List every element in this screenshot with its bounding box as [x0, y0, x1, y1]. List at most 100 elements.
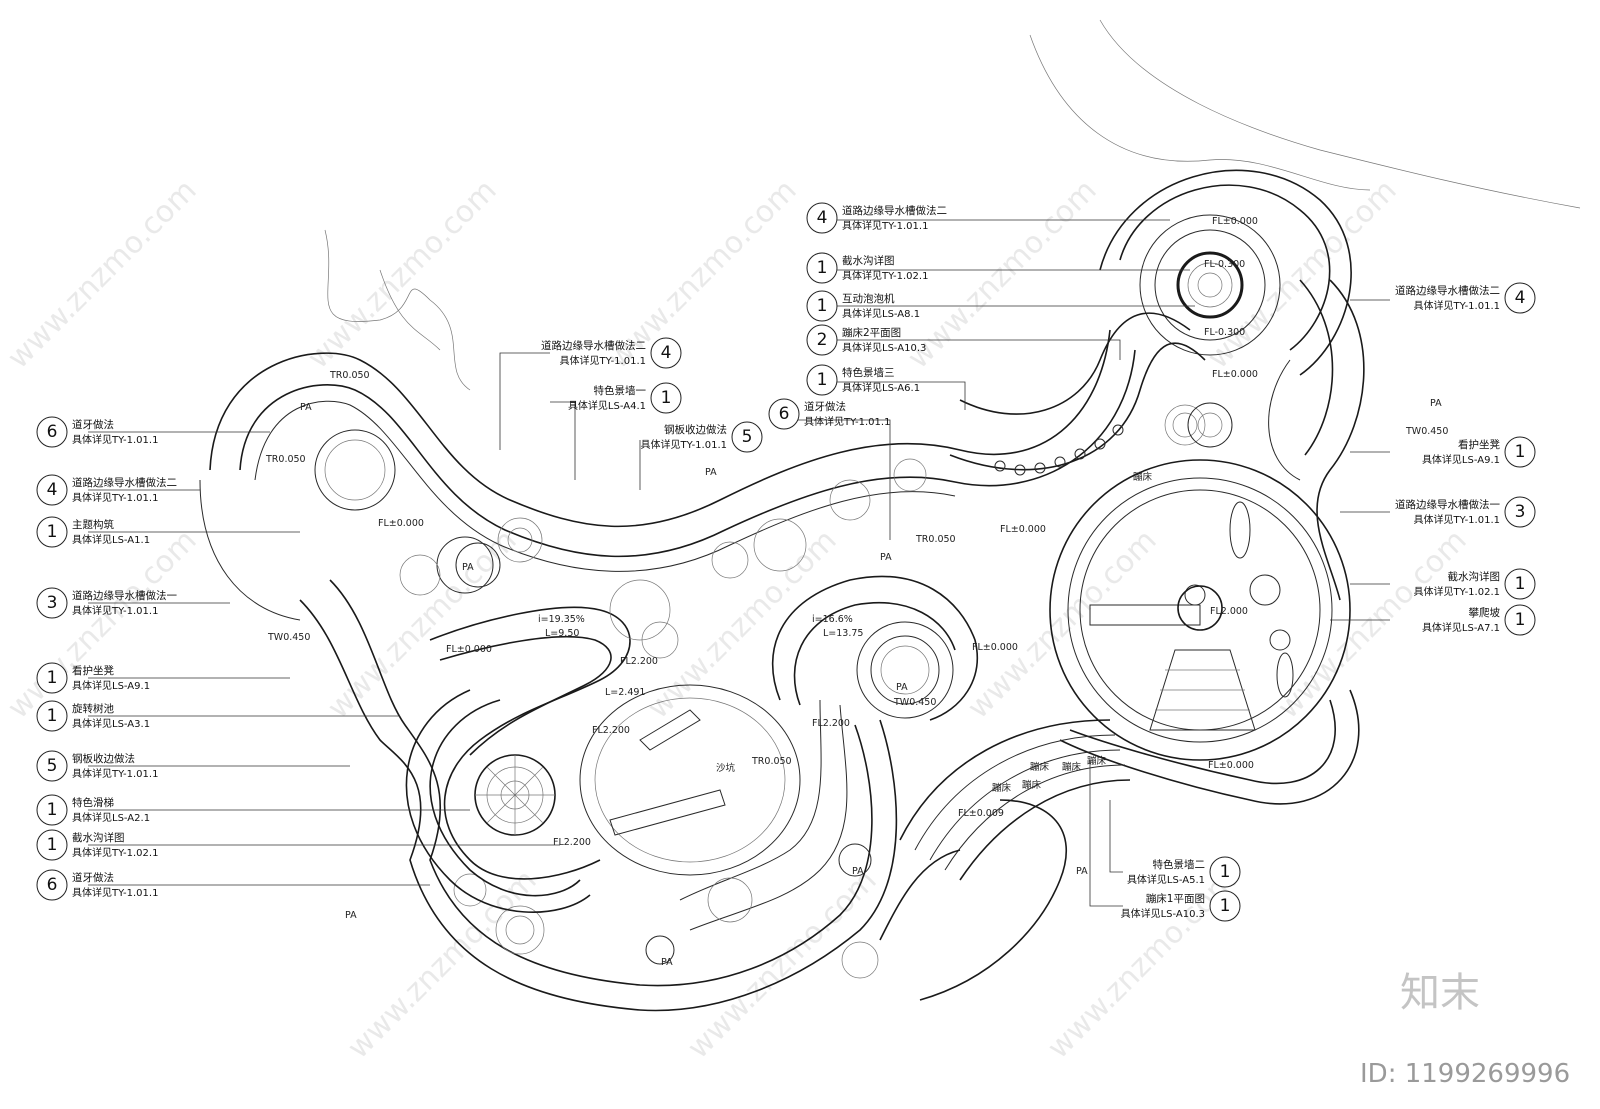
callout-title: 道路边缘导水槽做法一: [1395, 498, 1500, 511]
callout-bubble: [36, 829, 68, 861]
context-lines: [324, 19, 1581, 391]
callout-ref: 具体详见TY-1.01.1: [1414, 513, 1500, 526]
callout-number: 4: [47, 480, 58, 500]
level-mark: FL±0.000: [1208, 760, 1254, 771]
callout-bubble: [36, 700, 68, 732]
callout-title: 道牙做法: [804, 400, 846, 413]
callout-number: 1: [47, 706, 58, 726]
callout-group-left: 6 道牙做法 具体详见TY-1.01.1 4 道路边缘导水槽做法二 具体详见TY…: [36, 416, 177, 901]
callout-bubble: [1504, 282, 1536, 314]
callout-title: 截水沟详图: [842, 254, 895, 267]
callout: 1 攀爬坡 具体详见LS-A7.1: [1422, 604, 1536, 636]
leader-lines: [88, 219, 1390, 907]
callout-title: 道路边缘导水槽做法二: [72, 476, 177, 489]
callout-title: 看护坐凳: [1458, 438, 1500, 451]
callout-ref: 具体详见TY-1.02.1: [842, 269, 928, 282]
level-mark: FL±0.000: [446, 644, 492, 655]
callout-title: 道路边缘导水槽做法二: [541, 339, 646, 352]
callout-bubble: [731, 421, 763, 453]
level-mark: FL±0.000: [1000, 524, 1046, 535]
callout-title: 特色景墙二: [1153, 858, 1206, 871]
callout: 1 截水沟详图 具体详见TY-1.02.1: [1414, 568, 1536, 600]
callout: 1 看护坐凳 具体详见LS-A9.1: [36, 662, 150, 694]
callout: 4 道路边缘导水槽做法二 具体详见TY-1.01.1: [36, 474, 177, 506]
callout-title: 道路边缘导水槽做法一: [72, 589, 177, 602]
callout-bubble: [806, 364, 838, 396]
callout: 4 道路边缘导水槽做法二 具体详见TY-1.01.1: [1395, 282, 1536, 314]
level-mark: FL±0.000: [378, 518, 424, 529]
callout-group-top: 4 道路边缘导水槽做法二 具体详见TY-1.01.1 1 特色景墙一 具体详见L…: [541, 202, 947, 453]
watermark-text: www.znzmo.com: [1201, 173, 1404, 376]
level-mark: FL±0.009: [958, 808, 1004, 819]
callout-number: 6: [47, 422, 58, 442]
callout-bubble: [806, 252, 838, 284]
callout-ref: 具体详见TY-1.01.1: [72, 767, 158, 780]
ramp-slope: i=19.35%: [538, 614, 585, 625]
right-side-arcs: [1059, 279, 1365, 805]
callout-ref: 具体详见LS-A4.1: [568, 399, 646, 412]
callout-bubble: [650, 337, 682, 369]
bubble-machine-plaza: [1099, 169, 1352, 448]
ramp-length: L=13.75: [823, 628, 863, 639]
callout-bubble: [1504, 604, 1536, 636]
callout-title: 截水沟详图: [72, 831, 125, 844]
trampoline-label: 蹦床: [1022, 779, 1042, 791]
callout-bubble: [36, 750, 68, 782]
callout-title: 道牙做法: [72, 871, 114, 884]
callout: 1 截水沟详图 具体详见TY-1.02.1: [36, 829, 158, 861]
level-mark: FL2.000: [1210, 606, 1248, 617]
area-mark: PA: [345, 910, 357, 921]
watermark-layer: www.znzmo.com www.znzmo.com www.znzmo.co…: [1, 173, 1474, 1066]
area-mark: PA: [1076, 866, 1088, 877]
callout-title: 道路边缘导水槽做法二: [842, 204, 947, 217]
trampoline-label: 蹦床: [1062, 761, 1082, 773]
callout-number: 1: [817, 258, 828, 278]
callout-ref: 具体详见LS-A6.1: [842, 381, 920, 394]
level-mark: FL2.200: [592, 725, 630, 736]
trampoline-label: 蹦床: [1133, 471, 1153, 483]
image-id: ID: 1199269996: [1360, 1059, 1570, 1089]
callout: 5 钢板收边做法 具体详见TY-1.01.1: [36, 750, 158, 782]
callout-bubble: [1504, 496, 1536, 528]
callout-title: 互动泡泡机: [842, 292, 895, 305]
callout-number: 1: [47, 800, 58, 820]
level-mark: FL2.200: [620, 656, 658, 667]
callout: 1 蹦床1平面图 具体详见LS-A10.3: [1121, 890, 1241, 922]
callout-ref: 具体详见LS-A7.1: [1422, 621, 1500, 634]
trampoline-label: 蹦床: [992, 782, 1012, 794]
area-mark: PA: [1430, 398, 1442, 409]
area-mark: PA: [462, 562, 474, 573]
level-mark: TW0.450: [1405, 426, 1448, 437]
area-mark: PA: [896, 682, 908, 693]
callout: 1 主题构筑 具体详见LS-A1.1: [36, 516, 150, 548]
callout-number: 1: [1220, 862, 1231, 882]
callout: 6 道牙做法 具体详见TY-1.01.1: [768, 398, 890, 430]
callout: 1 特色景墙一 具体详见LS-A4.1: [568, 382, 682, 414]
callout-group-bottom: 1 特色景墙二 具体详见LS-A5.1 1 蹦床1平面图 具体详见LS-A10.…: [1121, 856, 1241, 922]
level-mark: TW0.450: [267, 632, 310, 643]
sand-pit: [579, 684, 801, 876]
watermark-text: www.znzmo.com: [961, 523, 1164, 726]
callout-number: 6: [779, 404, 790, 424]
callout-bubble: [36, 662, 68, 694]
right-circular-plaza: [1049, 459, 1351, 761]
callout-title: 特色景墙一: [594, 384, 647, 397]
sand-pit-label: 沙坑: [716, 762, 736, 774]
callout-bubble: [36, 794, 68, 826]
callout-title: 钢板收边做法: [72, 752, 135, 765]
level-mark: FL2.200: [812, 718, 850, 729]
callout-title: 蹦床1平面图: [1146, 892, 1205, 905]
level-mark: TW0.450: [893, 697, 936, 708]
callout-bubble: [36, 474, 68, 506]
level-mark: TR0.050: [915, 534, 956, 545]
ramp-length: L=2.491: [605, 687, 645, 698]
callout-title: 旋转树池: [72, 702, 114, 715]
trampoline-path: [949, 312, 1206, 476]
callout-ref: 具体详见TY-1.02.1: [72, 846, 158, 859]
brand-logo-text: 知末: [1400, 970, 1480, 1016]
callout-title: 主题构筑: [72, 518, 114, 531]
callout-ref: 具体详见LS-A9.1: [1422, 453, 1500, 466]
callout-bubble: [768, 398, 800, 430]
callout-bubble: [1209, 856, 1241, 888]
callout: 1 特色景墙二 具体详见LS-A5.1: [1127, 856, 1241, 888]
